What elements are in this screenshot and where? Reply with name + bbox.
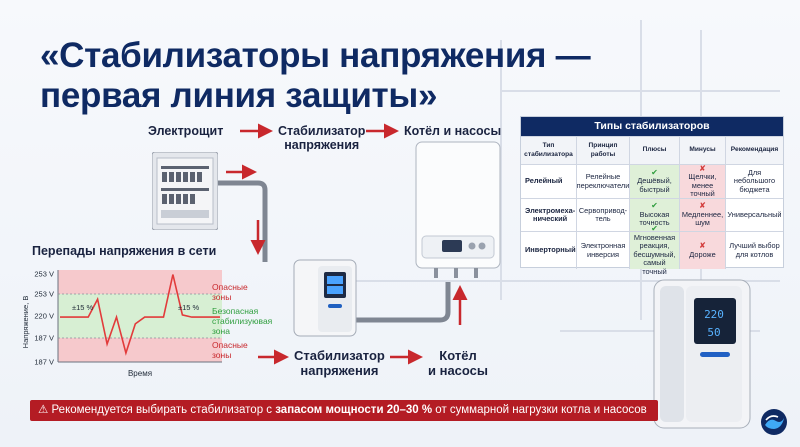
table-cell-minus-text: Медленнее, шум — [681, 209, 724, 228]
table-cell-plus-text: Высокая точность — [639, 209, 670, 228]
table-cell-recommendation: Универсальный — [725, 199, 783, 231]
table-cell-recommendation: Для небольшого бюджета — [725, 165, 783, 198]
recommendation-banner: ⚠ Рекомендуется выбирать стабилизатор с … — [30, 400, 658, 421]
table-cell-type: Релейный — [525, 176, 563, 186]
zone-label-danger-bottom-l2: зоны — [212, 350, 232, 360]
table-header-cell: Минусы — [679, 137, 725, 164]
flow-label-stabilizer: Стабилизатор напряжения — [278, 124, 365, 152]
table-cell-plus: ✔Высокая точность — [629, 199, 679, 231]
cross-icon: ✘ — [699, 201, 706, 211]
table-cell-plus: ✔Мгновенная реакция, бесшумный, самый то… — [629, 224, 679, 275]
background-pipe — [350, 280, 780, 282]
background-pipe — [500, 90, 780, 92]
bottom-label-boiler: Котёл и насосы — [428, 348, 488, 378]
table-header-cell: Плюсы — [629, 137, 679, 164]
page-title: «Стабилизаторы напряжения — первая линия… — [40, 36, 591, 116]
zone-label-danger-top-l2: зоны — [212, 292, 232, 302]
table-cell-recommendation: Лучший выбор для котлов — [725, 232, 783, 269]
zone-label-danger-top-l1: Опасные — [212, 282, 248, 292]
safe-zone — [58, 294, 222, 338]
table-row: Релейный Релейные переключатели ✔Дешёвый… — [521, 164, 783, 198]
y-tick-label: 187 V — [34, 334, 54, 343]
table-cell-principle: Электронная инверсия — [576, 232, 629, 269]
check-icon: ✔ — [651, 224, 658, 233]
table-cell-plus: ✔Дешёвый, быстрый — [629, 165, 679, 198]
display-bottom-value: 50 — [707, 326, 720, 339]
table-cell-minus-text: Щелчки, менее точный — [688, 172, 717, 198]
bottom-label-stabilizer-l2: напряжения — [300, 363, 379, 378]
table-cell-plus-text: Дешёвый, быстрый — [637, 176, 672, 194]
table-header-cell: Тип стабилизатора — [521, 137, 576, 164]
table-header-row: Тип стабилизатора Принцип работы Плюсы М… — [521, 136, 783, 164]
y-tick-label: 187 V — [34, 358, 54, 367]
voltage-series-line — [60, 274, 220, 356]
flow-label-stabilizer-line2: напряжения — [284, 138, 360, 152]
bottom-label-stabilizer: Стабилизатор напряжения — [294, 348, 385, 378]
stabilizer-types-table: Типы стабилизаторов Тип стабилизатора Пр… — [520, 116, 784, 275]
table-cell-principle: Сервопривод-тель — [576, 199, 629, 231]
check-icon: ✔ — [651, 201, 658, 211]
bottom-label-boiler-l1: Котёл — [439, 348, 477, 363]
table-header-cell: Рекомендация — [725, 137, 783, 164]
band-label-left: ±15 % — [72, 303, 94, 312]
x-axis-label: Время — [128, 369, 152, 378]
y-tick-label: 253 V — [34, 290, 54, 299]
banner-text-part1: Рекомендуется выбирать стабилизатор с — [51, 404, 276, 416]
y-tick-label: 220 V — [34, 312, 54, 321]
danger-zone-top — [58, 270, 222, 294]
title-line-1: «Стабилизаторы напряжения — — [40, 36, 591, 75]
banner-text-bold: запасом мощности 20–30 % — [275, 404, 433, 416]
table-cell-type: Электромеха-нический — [525, 205, 576, 223]
warning-icon: ⚠ — [38, 404, 49, 416]
y-tick-label: 253 V — [34, 270, 54, 279]
cable-panel-stabilizer — [215, 180, 268, 262]
zone-label-safe: Безопасная стабилизуювая зона — [212, 306, 272, 336]
table-cell-minus-text: Дороже — [689, 249, 716, 259]
display-top-value: 220 — [704, 308, 724, 321]
flow-label-boiler: Котёл и насосы — [404, 124, 502, 138]
band-label-right: ±15 % — [178, 303, 200, 312]
y-axis-label: Напряжение, В — [21, 296, 30, 349]
table-cell-minus: ✘Дороже — [679, 232, 725, 269]
stabilizer-image-large: 220 50 — [653, 279, 751, 429]
flow-label-stabilizer-line1: Стабилизатор — [278, 124, 366, 138]
zone-label-danger-top: Опасные зоны — [212, 282, 248, 302]
flow-label-panel: Электрощит — [148, 124, 224, 138]
bottom-label-boiler-l2: и насосы — [428, 363, 489, 378]
zone-label-danger-bottom-l1: Опасные — [212, 340, 248, 350]
stabilizer-image-small — [293, 259, 357, 337]
voltage-chart: 253 V 253 V 220 V 187 V 187 V ±15 % ±15 % На… — [21, 270, 222, 378]
zone-label-safe-l1: Безопасная — [212, 306, 259, 316]
boiler-image — [415, 141, 501, 278]
cross-icon: ✘ — [699, 241, 706, 250]
table-header-cell: Принцип работы — [576, 137, 629, 164]
zone-label-safe-l3: зона — [212, 326, 230, 336]
check-icon: ✔ — [651, 167, 658, 177]
cable-stabilizer-boiler — [355, 282, 451, 323]
background-pipe — [500, 40, 502, 300]
zone-label-danger-bottom: Опасные зоны — [212, 340, 248, 360]
table-title: Типы стабилизаторов — [521, 117, 783, 136]
cross-icon: ✘ — [699, 163, 706, 173]
table-cell-type: Инверторный — [525, 245, 576, 255]
table-cell-principle: Релейные переключатели — [576, 165, 629, 198]
table-row: Электромеха-нический Сервопривод-тель ✔В… — [521, 198, 783, 231]
zone-label-safe-l2: стабилизуювая — [212, 316, 273, 326]
table-cell-minus: ✘Медленнее, шум — [679, 199, 725, 231]
chart-title: Перепады напряжения в сети — [32, 244, 217, 258]
bottom-label-stabilizer-l1: Стабилизатор — [294, 348, 385, 363]
table-row: Инверторный Электронная инверсия ✔Мгнове… — [521, 224, 783, 275]
table-cell-minus: ✘Щелчки, менее точный — [679, 163, 725, 198]
danger-zone-bottom — [58, 338, 222, 362]
table-cell-plus-text: Мгновенная реакция, бесшумный, самый точ… — [633, 232, 676, 276]
brand-logo-icon — [761, 409, 787, 435]
banner-text-part2: от суммарной нагрузки котла и насосов — [432, 404, 647, 416]
title-line-2: первая линия защиты» — [40, 76, 438, 115]
electrical-panel-image — [152, 152, 218, 230]
